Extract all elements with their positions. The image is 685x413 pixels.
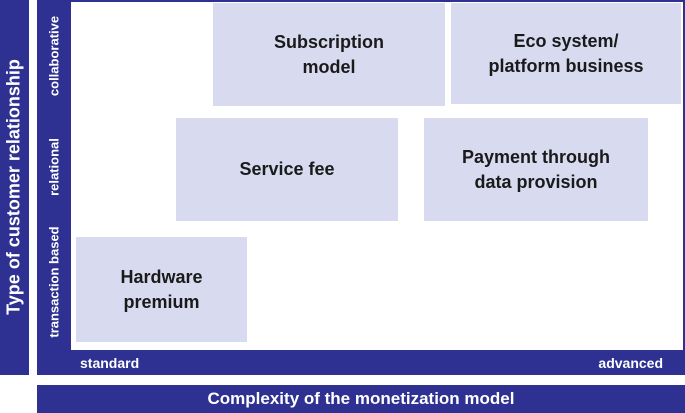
box-subscription-label: Subscription model xyxy=(273,32,384,77)
box-subscription-model: Subscription model xyxy=(213,3,445,106)
box-hardware-premium: Hardware premium xyxy=(76,237,247,342)
box-hardware-label: Hardware premium xyxy=(120,267,203,312)
y-tick-transaction-based: transaction based xyxy=(46,226,62,338)
y-tick-relational: relational xyxy=(46,138,62,196)
box-service-fee: Service fee xyxy=(176,118,398,221)
box-data-provision-label: Payment through data provision xyxy=(461,147,610,192)
x-tick-standard: standard xyxy=(80,355,140,371)
x-tick-advanced: advanced xyxy=(598,355,663,371)
y-axis-title: Type of customer relationship xyxy=(3,59,24,315)
x-axis-bar: standard advanced xyxy=(71,350,685,375)
y-axis-bar: collaborative relational transaction bas… xyxy=(37,0,71,375)
x-axis-title: Complexity of the monetization model xyxy=(207,389,515,408)
y-tick-collaborative: collaborative xyxy=(46,15,62,97)
box-service-fee-label: Service fee xyxy=(239,159,335,180)
box-payment-data-provision: Payment through data provision xyxy=(424,118,648,221)
box-ecosystem-platform: Eco system/ platform business xyxy=(451,3,681,104)
x-axis-title-bar: Complexity of the monetization model xyxy=(37,385,685,413)
box-ecosystem-label: Eco system/ platform business xyxy=(488,31,644,76)
y-axis-title-bar: Type of customer relationship xyxy=(0,0,29,375)
